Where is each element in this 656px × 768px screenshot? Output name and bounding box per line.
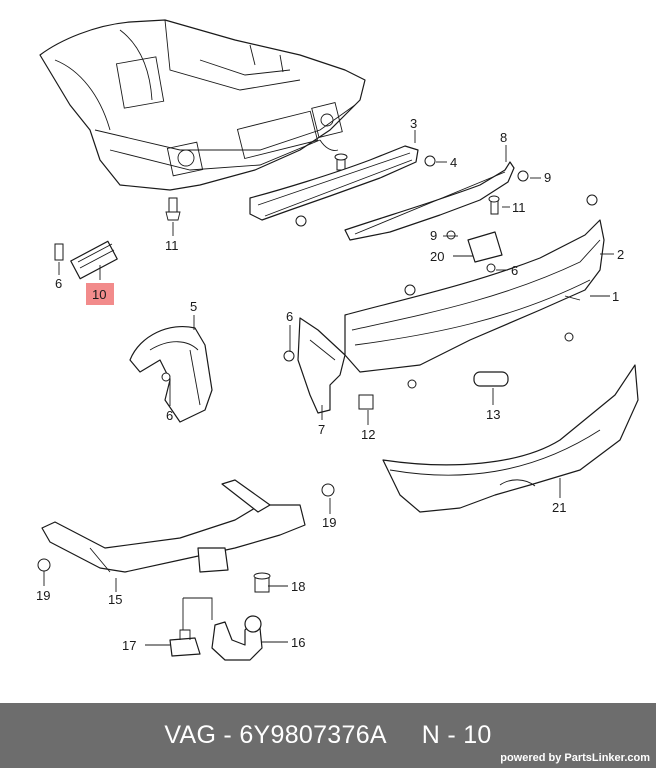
- callout-6-trim[interactable]: 6: [286, 309, 293, 324]
- callout-12[interactable]: 12: [361, 427, 375, 442]
- callout-17[interactable]: 17: [122, 638, 136, 653]
- wheelhouse-liner-5: [129, 326, 213, 423]
- callout-1[interactable]: 1: [612, 289, 619, 304]
- callout-19-left[interactable]: 19: [36, 588, 50, 603]
- callout-11-left[interactable]: 11: [165, 238, 179, 253]
- callout-labels: 3 4 8 9 11 9 20 6 2 1 5 6 6 7 12 13 21 1…: [36, 116, 624, 653]
- part-caption: VAG - 6Y9807376A N - 10: [164, 721, 492, 749]
- impact-strip-8: [344, 161, 529, 241]
- callout-8[interactable]: 8: [500, 130, 507, 145]
- callout-7[interactable]: 7: [318, 422, 325, 437]
- callout-20[interactable]: 20: [430, 249, 444, 264]
- brand-label: VAG: [164, 721, 217, 749]
- callout-4[interactable]: 4: [450, 155, 457, 170]
- callout-6-right[interactable]: 6: [511, 263, 518, 278]
- position-label: N - 10: [421, 721, 492, 749]
- bracket-20: [446, 195, 503, 273]
- callout-10[interactable]: 10: [92, 287, 106, 302]
- crossmember-3: [249, 145, 436, 227]
- callout-21[interactable]: 21: [552, 500, 566, 515]
- callout-11-right[interactable]: 11: [512, 200, 526, 215]
- callout-18[interactable]: 18: [291, 579, 305, 594]
- bumper-cover-1: [344, 194, 605, 389]
- callout-9-right[interactable]: 9: [544, 170, 551, 185]
- clip-10: [54, 240, 118, 280]
- callout-16[interactable]: 16: [291, 635, 305, 650]
- powered-by-label[interactable]: powered by PartsLinker.com: [500, 752, 650, 764]
- callout-3[interactable]: 3: [410, 116, 417, 131]
- callout-6-liner[interactable]: 6: [166, 408, 173, 423]
- socket-17: [169, 629, 201, 657]
- tow-eye-cover-13: [473, 371, 509, 387]
- connector-lines: [182, 597, 213, 630]
- tow-bar-15: [37, 479, 335, 593]
- callout-9-left[interactable]: 9: [430, 228, 437, 243]
- callout-2[interactable]: 2: [617, 247, 624, 262]
- callout-13[interactable]: 13: [486, 407, 500, 422]
- footer-bar: VAG - 6Y9807376A N - 10 powered by Parts…: [0, 703, 656, 768]
- callout-19-right[interactable]: 19: [322, 515, 336, 530]
- callout-5[interactable]: 5: [190, 299, 197, 314]
- exploded-parts-diagram: 3 4 8 9 11 9 20 6 2 1 5 6 6 7 12 13 21 1…: [36, 19, 639, 661]
- rear-body-panel: [39, 19, 366, 191]
- callout-6-left[interactable]: 6: [55, 276, 62, 291]
- part-number: 6Y9807376A: [239, 721, 386, 749]
- bolt-11-center: [334, 153, 348, 171]
- leader-lines: [43, 130, 614, 646]
- trim-panel-7: [283, 317, 374, 414]
- diffuser-21: [382, 364, 639, 513]
- tow-ball-16: [211, 615, 263, 661]
- bolt-11-left: [165, 197, 181, 221]
- highlight-box: [86, 283, 114, 305]
- callout-15[interactable]: 15: [108, 592, 122, 607]
